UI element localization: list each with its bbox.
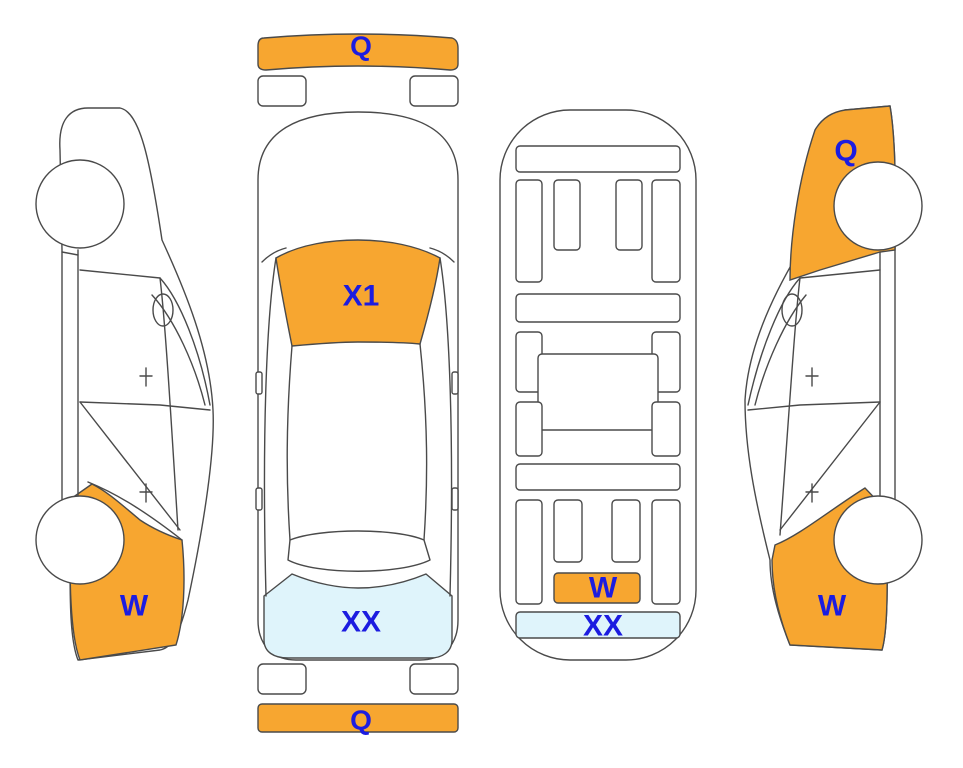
top-hood-left-line	[261, 247, 287, 263]
rear-window-zone[interactable]	[263, 573, 453, 659]
rear-bumper-zone[interactable]	[257, 703, 459, 733]
underbody-rear-right-cut	[611, 499, 641, 563]
underbody-rear-left-cut	[553, 499, 583, 563]
underbody-outline	[499, 109, 697, 661]
left-window-line	[79, 401, 211, 411]
underbody-front-left-cut	[553, 179, 581, 251]
underbody-front-right-cut	[615, 179, 643, 251]
rear-left-plate	[257, 663, 307, 695]
front-bumper-zone[interactable]	[257, 33, 459, 71]
right-front-wheel	[833, 161, 923, 251]
left-rear-handle-icon	[139, 483, 153, 503]
right-pillar-line	[779, 277, 801, 536]
right-windshield-line	[754, 294, 807, 406]
top-view	[255, 33, 459, 733]
right-mirror	[781, 293, 803, 327]
right-rear-handle-icon	[805, 483, 819, 503]
front-right-plate	[409, 75, 459, 107]
underbody-cross-bar-2	[515, 463, 681, 491]
underbody-rear-right-rail	[651, 499, 681, 605]
underbody-rear-strip-label: XX	[583, 610, 623, 643]
underbody-cross-bar-1	[515, 293, 681, 323]
left-door-split-line	[79, 401, 181, 531]
underbody-right-sill-2	[651, 401, 681, 457]
top-rear-glass-line	[287, 530, 431, 572]
rear-right-plate	[409, 663, 459, 695]
right-front-handle-icon	[805, 367, 819, 387]
rear-bumper-label: Q	[350, 705, 372, 736]
right-front-fender-label: Q	[834, 135, 857, 168]
left-pillar-line	[159, 277, 179, 531]
top-cabin-left-line	[263, 257, 277, 597]
underbody-panel-zone[interactable]	[553, 572, 641, 604]
top-roof-right-line	[419, 343, 428, 541]
underbody-front-left-rail	[515, 179, 543, 283]
top-right-mirror	[451, 371, 459, 395]
left-rear-arch-line	[87, 481, 183, 541]
top-left-handle	[255, 487, 263, 511]
right-window-line	[747, 401, 881, 411]
top-cabin-right-line	[439, 257, 453, 597]
underbody-rear-left-rail	[515, 499, 543, 605]
windshield-label: X1	[343, 280, 380, 313]
right-side-view	[744, 105, 923, 651]
underbody-front-bar	[515, 145, 681, 173]
right-door-split-line	[779, 401, 881, 531]
front-left-plate	[257, 75, 307, 107]
underbody-center-panel	[537, 353, 659, 431]
front-bumper-label: Q	[350, 31, 372, 62]
left-side-view	[35, 107, 214, 661]
top-hood-right-line	[429, 247, 455, 263]
left-windshield-line	[151, 294, 206, 406]
left-rear-wheel	[35, 495, 125, 585]
underbody-left-sill-2	[515, 401, 543, 457]
top-left-mirror	[255, 371, 263, 395]
underbody-front-right-rail	[651, 179, 681, 283]
underbody-panel-label: W	[589, 572, 618, 605]
underbody-rear-strip-zone[interactable]	[515, 611, 681, 639]
left-mirror	[152, 293, 174, 327]
zone-labels: Q X1 XX Q W Q W W XX	[120, 31, 858, 736]
top-roof-left-line	[286, 345, 293, 541]
left-rear-quarter-label: W	[120, 590, 149, 623]
rear-window-label: XX	[341, 606, 381, 639]
left-rocker-line	[61, 251, 79, 501]
top-right-handle	[451, 487, 459, 511]
right-rear-quarter-label: W	[818, 590, 847, 623]
underbody-view	[499, 109, 697, 661]
right-rear-wheel	[833, 495, 923, 585]
left-front-handle-icon	[139, 367, 153, 387]
left-roof-line	[79, 269, 211, 406]
left-front-wheel	[35, 159, 125, 249]
right-roof-line	[747, 269, 881, 406]
